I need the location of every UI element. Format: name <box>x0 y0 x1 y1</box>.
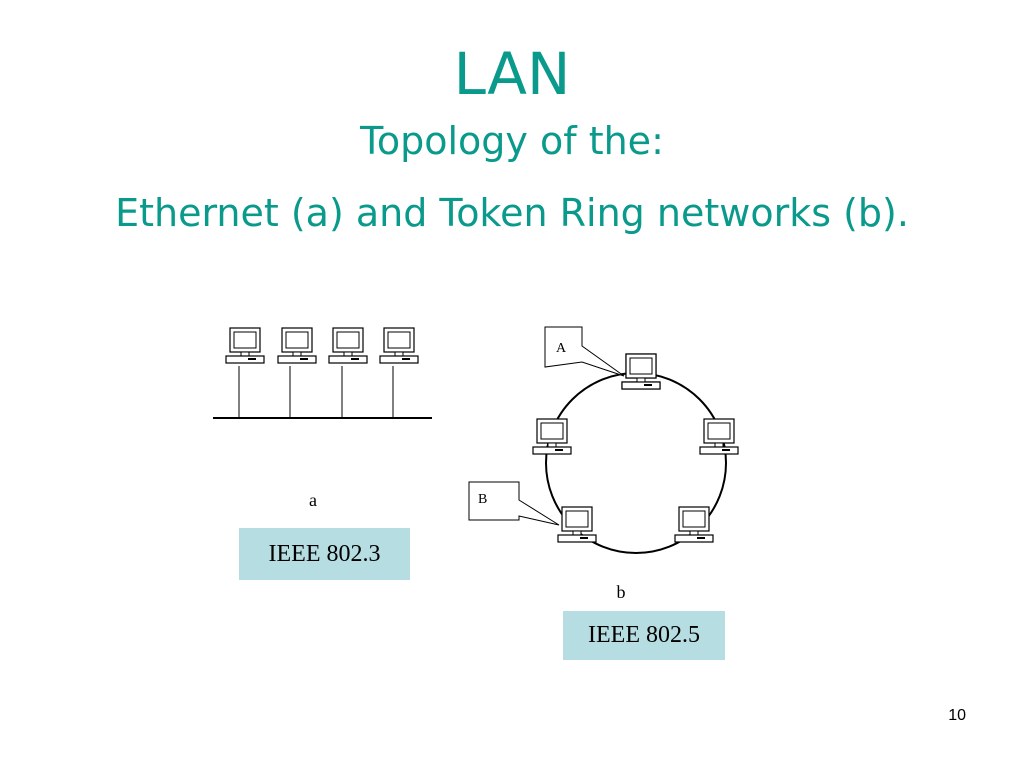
slide-subtitle-line-1: Topology of the: <box>360 119 664 163</box>
bus-station-3 <box>328 327 368 418</box>
diagram-b-label: b <box>617 582 626 602</box>
ieee-802-5-standard-box: IEEE 802.5 <box>563 611 725 660</box>
bus-station-2 <box>277 327 317 418</box>
diagram-a-label: a <box>309 490 317 510</box>
computer-icon <box>277 327 317 364</box>
computer-icon <box>557 506 597 543</box>
ethernet-bus-topology: a <box>213 327 432 510</box>
page-number: 10 <box>948 707 966 724</box>
computer-icon <box>532 418 572 455</box>
bus-station-1 <box>225 327 265 418</box>
token-ring-topology: A B b <box>468 326 739 602</box>
slide-subtitle-line-2: Ethernet (a) and Token Ring networks (b)… <box>115 191 909 235</box>
ieee-802-3-standard-box: IEEE 802.3 <box>239 528 410 580</box>
computer-icon <box>225 327 265 364</box>
computer-icon <box>379 327 419 364</box>
callout-a-label: A <box>556 341 567 356</box>
bus-station-4 <box>379 327 419 418</box>
computer-icon <box>674 506 714 543</box>
callout-b-label: B <box>478 492 487 507</box>
slide-title: LAN <box>453 40 571 108</box>
computer-icon <box>328 327 368 364</box>
computer-icon <box>699 418 739 455</box>
computer-icon <box>621 353 661 390</box>
callout-a: A <box>544 326 625 377</box>
callout-b: B <box>468 481 560 526</box>
